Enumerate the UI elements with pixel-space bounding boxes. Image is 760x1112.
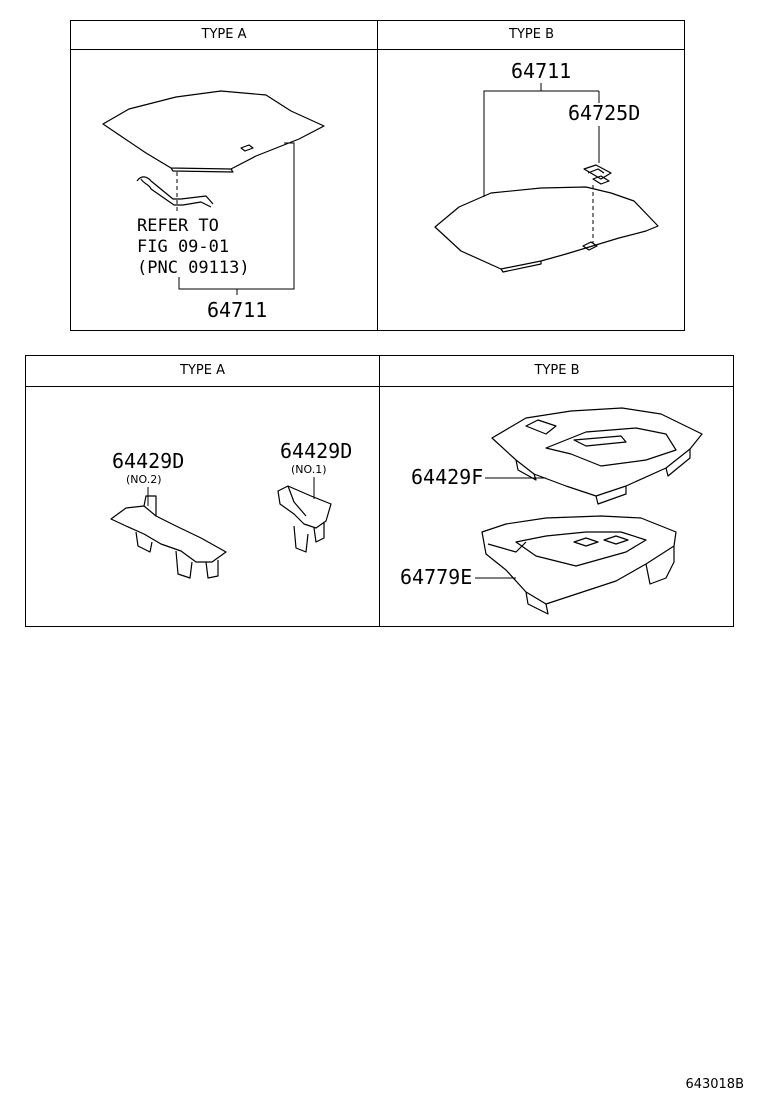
type-a-64711-leader	[178, 142, 295, 290]
refer-to-line3[interactable]: (PNC 09113)	[137, 258, 250, 278]
part-64429D-no2-drawing[interactable]	[110, 495, 227, 579]
bottom-panel-divider	[379, 356, 380, 626]
top-panel-drawing: REFER TO FIG 09-01 (PNC 09113) 64711 647…	[102, 59, 659, 322]
part-64779E-base-drawing[interactable]	[481, 515, 677, 615]
part-64779E-label[interactable]: 64779E	[400, 565, 472, 589]
top-type-a-label: TYPE A	[201, 27, 247, 42]
type-a-part-64711-label[interactable]: 64711	[207, 298, 267, 322]
refer-to-line1: REFER TO	[137, 216, 219, 236]
type-a-rod-part[interactable]	[136, 176, 214, 208]
type-b-deck-board[interactable]	[434, 186, 659, 273]
part-64429F-label[interactable]: 64429F	[411, 465, 483, 489]
type-b-part-64725D-label[interactable]: 64725D	[568, 101, 640, 125]
part-64429D-no1-drawing[interactable]	[277, 485, 332, 553]
type-b-bracket-part[interactable]	[583, 164, 612, 185]
type-b-part-64711-label[interactable]: 64711	[511, 59, 571, 83]
bottom-panel-drawing: 64429D (NO.2) 64429D (NO.1)	[110, 407, 703, 615]
top-panel-divider	[377, 21, 378, 330]
type-a-deck-board[interactable]	[102, 90, 325, 173]
part-64429D-no1-label[interactable]: 64429D	[280, 439, 352, 463]
part-64429F-tray-drawing[interactable]	[491, 407, 703, 505]
part-64429D-no2-sub: (NO.2)	[126, 473, 162, 486]
bottom-type-a-label: TYPE A	[180, 363, 225, 378]
part-64429D-no2-label[interactable]: 64429D	[112, 449, 184, 473]
refer-to-line2: FIG 09-01	[137, 237, 229, 257]
bottom-type-b-label: TYPE B	[534, 363, 580, 378]
figure-code: 643018B	[685, 1077, 744, 1092]
bottom-panel: TYPE A TYPE B 64429D (NO.2) 64429D (NO.1…	[25, 355, 734, 627]
top-panel: TYPE A TYPE B REFER TO FIG 09-01 (PNC 09…	[70, 20, 685, 331]
part-64429D-no1-sub: (NO.1)	[291, 463, 327, 476]
type-b-64711-leader	[483, 83, 542, 197]
top-type-b-label: TYPE B	[509, 27, 554, 42]
